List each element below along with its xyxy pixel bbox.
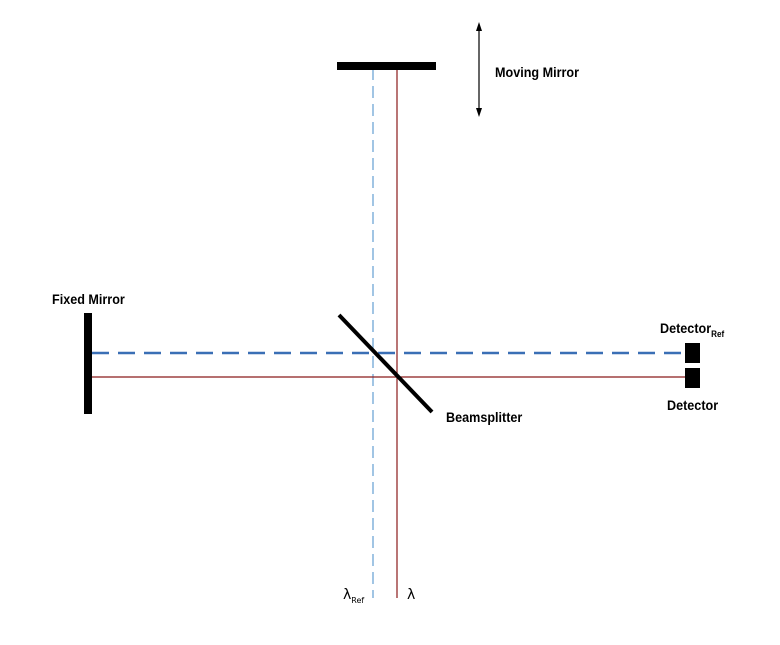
reference-detector-label-main: Detector (660, 320, 712, 336)
reference-detector-label: DetectorRef (660, 320, 725, 339)
reference-wavelength-sub: Ref (351, 596, 365, 605)
moving-mirror-arrow-icon (476, 22, 482, 117)
moving-mirror (337, 62, 436, 70)
beamsplitter-label: Beamsplitter (446, 409, 523, 425)
wavelength-label: λ (407, 587, 416, 603)
reference-wavelength-symbol: λ (343, 587, 352, 603)
reference-detector-label-sub: Ref (711, 329, 725, 339)
detector (685, 368, 700, 388)
reference-detector (685, 343, 700, 363)
detector-label: Detector (667, 397, 719, 413)
moving-mirror-label: Moving Mirror (495, 64, 580, 80)
fixed-mirror-label: Fixed Mirror (52, 291, 125, 307)
reference-wavelength-label: λRef (343, 587, 365, 605)
beamsplitter (337, 313, 434, 414)
fixed-mirror (84, 313, 92, 414)
